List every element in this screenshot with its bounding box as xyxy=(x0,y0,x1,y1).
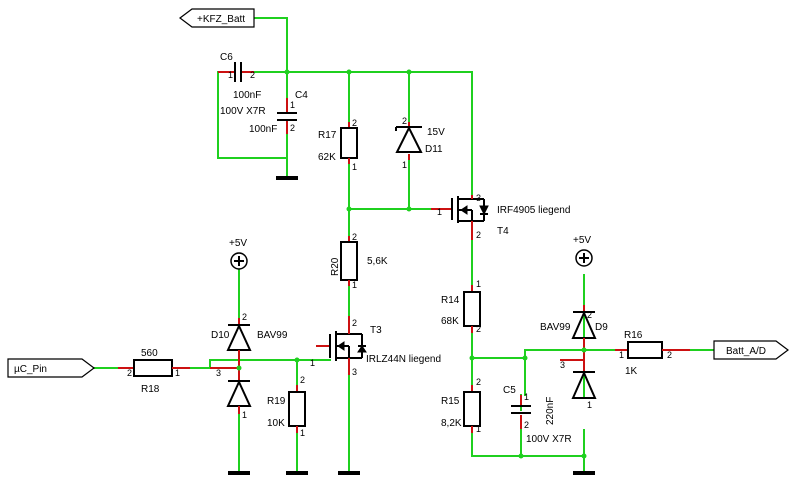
resistor-r17: R17 62K 2 1 xyxy=(318,118,358,172)
dual-diode-d9: BAV99 D9 2 3 1 xyxy=(540,305,608,410)
d10-pin1: 1 xyxy=(242,410,247,420)
mosfet-t3: 2 1 3 T3 IRLZ44N liegend xyxy=(310,316,441,377)
port-kfz-batt-label: +KFZ_Batt xyxy=(197,14,245,25)
d10-pin2: 2 xyxy=(242,312,247,322)
port-uc-pin-label: µC_Pin xyxy=(14,364,47,375)
resistor-r15: R15 8,2K 2 1 xyxy=(441,377,481,434)
d10-pin3: 3 xyxy=(216,368,221,378)
d9-value: BAV99 xyxy=(540,322,571,333)
mosfet-t4: 1 3 2 IRF4905 liegend T4 xyxy=(431,193,570,240)
d10-value: BAV99 xyxy=(257,330,288,341)
c5-rating: 100V X7R xyxy=(526,434,572,445)
d11-pin1: 1 xyxy=(402,160,407,170)
d11-value: 15V xyxy=(427,127,445,138)
r14-value: 68K xyxy=(441,316,459,327)
r15-pin2: 2 xyxy=(476,377,481,387)
zener-diode-d11: 15V D11 2 1 xyxy=(395,116,445,170)
c6-pin2: 2 xyxy=(250,70,255,80)
t4-pin1: 1 xyxy=(437,207,442,217)
r19-pin1: 1 xyxy=(300,428,305,438)
r18-ref: R18 xyxy=(141,384,160,395)
capacitor-c5: C5 220nF 100V X7R 1 2 xyxy=(503,385,572,457)
c5-pin1: 1 xyxy=(524,392,529,402)
resistor-r14: R14 68K 1 2 xyxy=(441,279,481,334)
c4-ref: C4 xyxy=(295,90,308,101)
r19-pin2: 2 xyxy=(300,375,305,385)
r17-ref: R17 xyxy=(318,130,337,141)
c5-value: 220nF xyxy=(545,397,556,425)
t3-pin3: 3 xyxy=(352,367,357,377)
dual-diode-d10: D10 BAV99 2 3 1 xyxy=(210,312,288,420)
junction-dots xyxy=(236,69,587,459)
resistor-r20: 5,6K R20 2 1 xyxy=(330,232,388,290)
c6-pin1: 1 xyxy=(228,70,233,80)
r15-value: 8,2K xyxy=(441,418,462,429)
resistor-r16: R16 1K 1 2 xyxy=(615,330,690,377)
resistor-r18: 560 R18 2 1 xyxy=(118,348,190,395)
c5-pin2: 2 xyxy=(524,420,529,430)
t3-ref: T3 xyxy=(370,325,382,336)
supply-5v-right-label: +5V xyxy=(573,235,591,246)
capacitor-c4: C4 1 2 100nF xyxy=(249,90,308,135)
r14-pin2: 2 xyxy=(476,324,481,334)
resistor-r19: R19 10K 2 1 xyxy=(267,375,306,438)
capacitor-c6: C6 1 2 100nF 100V X7R xyxy=(218,52,266,117)
r20-pin1: 1 xyxy=(352,280,357,290)
r19-ref: R19 xyxy=(267,396,286,407)
d9-pin2: 2 xyxy=(587,310,592,320)
r20-ref: R20 xyxy=(330,257,341,276)
port-batt-ad-label: Batt_A/D xyxy=(726,346,766,357)
t3-pin1: 1 xyxy=(310,358,315,368)
r18-pin2: 2 xyxy=(127,368,132,378)
r16-pin2: 2 xyxy=(667,350,672,360)
t3-pin2: 2 xyxy=(352,318,357,328)
r17-pin2: 2 xyxy=(352,118,357,128)
r19-value: 10K xyxy=(267,418,285,429)
t4-ref: T4 xyxy=(497,226,509,237)
supply-5v-left-label: +5V xyxy=(229,238,247,249)
r15-ref: R15 xyxy=(441,396,460,407)
t4-pin2: 2 xyxy=(476,230,481,240)
t4-pin3: 3 xyxy=(476,193,481,203)
r18-value: 560 xyxy=(141,348,158,359)
r18-pin1: 1 xyxy=(175,368,180,378)
supply-5v-left: +5V xyxy=(229,238,248,270)
t4-value: IRF4905 liegend xyxy=(497,205,570,216)
d11-pin2: 2 xyxy=(402,116,407,126)
r16-value: 1K xyxy=(625,366,638,377)
c6-ref: C6 xyxy=(220,52,233,63)
c4-pin1: 1 xyxy=(290,100,295,110)
supply-5v-right: +5V xyxy=(573,235,593,267)
d10-ref: D10 xyxy=(211,330,230,341)
d9-pin1: 1 xyxy=(587,400,592,410)
wires xyxy=(93,17,715,474)
r17-pin1: 1 xyxy=(352,162,357,172)
c4-value: 100nF xyxy=(249,124,277,135)
r16-pin1: 1 xyxy=(619,350,624,360)
r20-pin2: 2 xyxy=(352,232,357,242)
r16-ref: R16 xyxy=(624,330,643,341)
port-uc-pin: µC_Pin xyxy=(7,358,95,378)
r14-ref: R14 xyxy=(441,295,460,306)
port-batt-ad: Batt_A/D xyxy=(713,340,789,360)
c5-ref: C5 xyxy=(503,385,516,396)
r17-value: 62K xyxy=(318,152,336,163)
ground-symbols xyxy=(228,176,595,475)
c4-pin2: 2 xyxy=(290,123,295,133)
t3-value: IRLZ44N liegend xyxy=(366,354,441,365)
port-kfz-batt: +KFZ_Batt xyxy=(179,8,255,28)
r15-pin1: 1 xyxy=(476,424,481,434)
d11-ref: D11 xyxy=(425,144,443,155)
c6-value: 100nF xyxy=(233,90,261,101)
r14-pin1: 1 xyxy=(476,279,481,289)
c6-rating: 100V X7R xyxy=(220,106,266,117)
d9-ref: D9 xyxy=(595,322,608,333)
r20-value: 5,6K xyxy=(367,256,388,267)
d9-pin3: 3 xyxy=(560,360,565,370)
